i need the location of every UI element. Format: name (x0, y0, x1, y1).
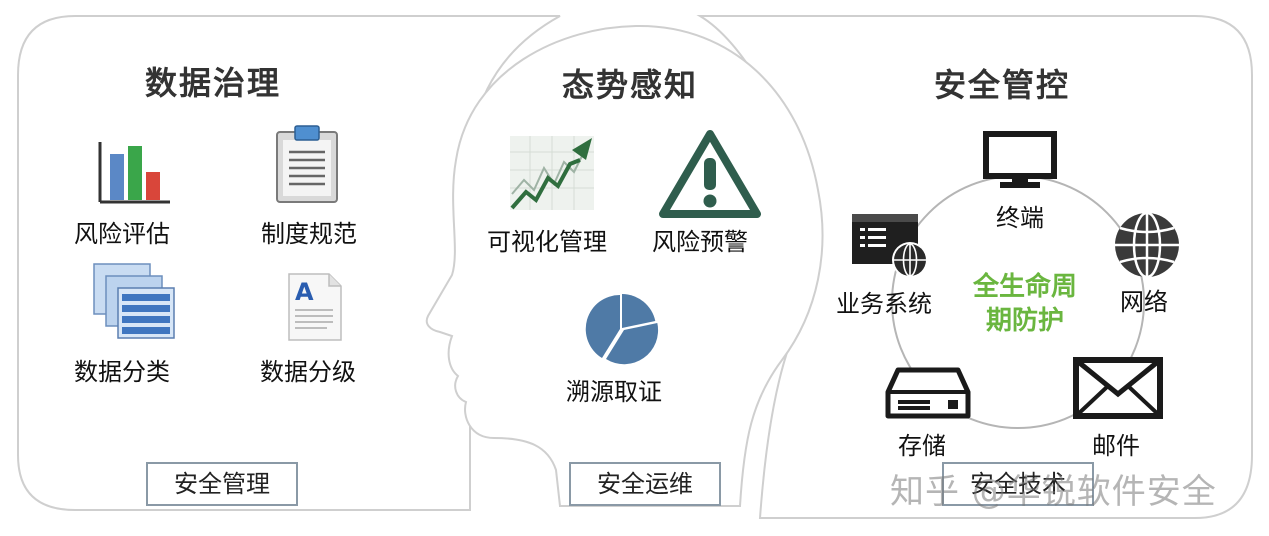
item-data-grading: 数据分级 (260, 358, 356, 386)
storage-icon (885, 367, 971, 419)
clipboard-icon (276, 125, 338, 203)
trend-chart-icon (510, 136, 594, 210)
item-visual-management: 可视化管理 (487, 228, 607, 256)
middle-section-title: 态势感知 (562, 66, 699, 104)
globe-icon (1115, 211, 1179, 279)
item-mail: 邮件 (1092, 432, 1140, 460)
left-panel-outline (17, 15, 561, 511)
mail-icon (1073, 357, 1163, 419)
item-tracing-forensics: 溯源取证 (566, 378, 662, 406)
svg-text:A: A (295, 278, 314, 306)
right-section-title: 安全管控 (934, 66, 1071, 104)
center-text-line2: 期防护 (985, 306, 1064, 336)
footer-security-technology: 安全技术 (942, 462, 1094, 506)
footer-security-operations: 安全运维 (569, 462, 721, 506)
document-icon: A (288, 273, 342, 341)
item-data-classification: 数据分类 (74, 358, 170, 386)
monitor-icon (983, 131, 1057, 188)
bar-chart-icon (98, 142, 170, 204)
item-risk-warning: 风险预警 (652, 228, 748, 256)
watermark-text: 知乎 @华锐软件安全 (890, 472, 1217, 512)
item-terminal: 终端 (996, 204, 1044, 232)
item-storage: 存储 (898, 432, 946, 460)
lifecycle-center-text: 全生命周 期防护 (960, 270, 1090, 338)
stacked-tables-icon (93, 263, 175, 339)
warning-icon (659, 130, 761, 218)
item-policy-standard: 制度规范 (261, 220, 357, 248)
pie-chart-icon (585, 294, 659, 365)
center-text-line1: 全生命周 (972, 272, 1077, 302)
item-business-system: 业务系统 (836, 290, 932, 318)
item-risk-assessment: 风险评估 (74, 220, 170, 248)
left-section-title: 数据治理 (145, 64, 282, 102)
business-system-icon (852, 214, 928, 278)
footer-security-management: 安全管理 (146, 462, 298, 506)
item-network: 网络 (1120, 288, 1168, 316)
